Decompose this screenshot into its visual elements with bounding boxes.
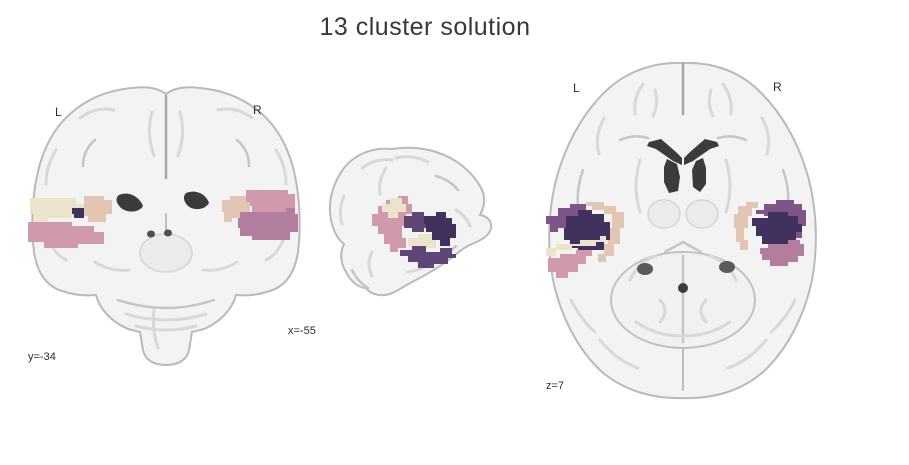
sagittal-coord-label: x=-55 [288, 325, 316, 337]
cluster-sagittal-violet-bottom [400, 246, 456, 268]
axial-aqueduct [678, 283, 688, 293]
axial-sinus-right [719, 261, 735, 273]
cluster-coronal-right-mauve [238, 208, 298, 240]
axial-ventricle-right-bar [692, 158, 706, 192]
axial-coord-label: z=7 [546, 380, 564, 392]
axial-thalamus-right [685, 199, 719, 229]
axial-ventricle-left-bar [664, 159, 680, 193]
cluster-sagittal-violet-upper [404, 212, 430, 232]
coronal-right-ventricle [183, 191, 209, 210]
coronal-right-label: R [253, 103, 262, 117]
axial-ventricle-left-wing [647, 139, 682, 165]
cluster-coronal-right-tan [222, 196, 250, 222]
coronal-left-ventricle [116, 193, 143, 212]
coronal-view: L R y=-34 [28, 86, 301, 367]
cluster-axial-left-navy [564, 210, 610, 254]
coronal-clusters [28, 190, 298, 248]
axial-left-label: L [573, 81, 580, 95]
coronal-temporal-horn-right [164, 229, 172, 237]
coronal-pons [139, 233, 193, 273]
cluster-coronal-left-pink [28, 222, 104, 248]
coronal-sulci [44, 107, 288, 350]
cluster-axial-right-mauve [760, 240, 804, 266]
sagittal-view: x=-55 [288, 146, 493, 337]
cluster-sagittal-cream-top [382, 198, 406, 218]
cluster-coronal-right-pink [246, 190, 295, 212]
coronal-temporal-horn-left [147, 230, 155, 238]
cluster-coronal-left-tan [84, 196, 112, 222]
axial-clusters [546, 200, 806, 278]
axial-thalamus-left [647, 199, 681, 229]
cluster-axial-left-pink [548, 250, 592, 278]
coronal-left-label: L [55, 105, 62, 119]
axial-sinus-left [637, 263, 653, 275]
axial-right-label: R [773, 80, 782, 94]
cluster-coronal-left-navy-dot [72, 208, 84, 218]
axial-ventricle-right-wing [684, 139, 719, 165]
coronal-coord-label: y=-34 [28, 351, 56, 363]
cluster-coronal-left-cream [30, 198, 84, 222]
sagittal-clusters [372, 196, 456, 268]
cluster-axial-left-tan [586, 202, 624, 262]
figure-title: 13 cluster solution [319, 13, 531, 41]
axial-view: L R z=7 [546, 61, 817, 400]
cluster-axial-left-cream [546, 236, 606, 256]
cluster-axial-right-tan [734, 202, 758, 250]
cluster-axial-right-navy [752, 212, 802, 250]
